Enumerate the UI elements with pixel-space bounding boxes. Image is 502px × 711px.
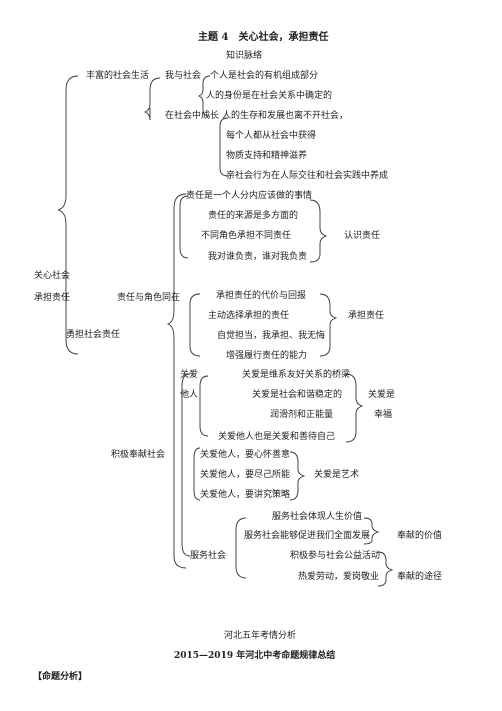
art-item-2: 关爱他人，要尽己所能: [200, 470, 291, 480]
b1-label: 丰富的社会生活: [86, 71, 150, 81]
page-title: 主题 4 关心社会，承担责任: [198, 32, 329, 43]
guanai-right-brace: [345, 373, 364, 443]
zeren-label: 责任与角色同在: [117, 293, 181, 303]
zeren-g1-item-4: 我对谁负责，谁对我负责: [208, 252, 308, 262]
zeren-g1-item-1: 责任是一个人分内应该做的事情: [186, 191, 313, 201]
guanai-result-2: 幸福: [374, 410, 393, 420]
path-result: 奉献的途径: [397, 572, 443, 582]
zeren-g1-item-3: 不同角色承担不同责任: [201, 231, 292, 241]
chengzhang-item-4: 亲社会行为在人际交往和社会实践中养成: [226, 171, 389, 181]
analysis-heading: 河北五年考情分析: [224, 631, 297, 641]
zeren-g2-item-1: 承担责任的代价与回报: [216, 291, 307, 301]
guanai-item-3: 润滑剂和正能量: [270, 410, 334, 420]
art-left-brace: [193, 447, 201, 501]
chengzhang-item-2: 每个人都从社会中获得: [226, 131, 317, 141]
b2-label: 勇担社会责任: [66, 330, 121, 340]
summary-heading: 2015—2019 年河北中考命题规律总结: [174, 651, 336, 661]
guanai-item-1: 关爱是维系友好关系的桥梁: [242, 370, 351, 380]
value-right-brace: [363, 517, 380, 545]
section-label: 【命题分析】: [33, 672, 88, 682]
guanai-result-1: 关爱是: [368, 390, 396, 400]
path-item-2: 热爱劳动，爱岗敬业: [298, 572, 380, 582]
fuwu-label: 服务社会: [190, 551, 227, 561]
woyushehui-label: 我与社会: [165, 71, 202, 81]
value-result: 奉献的价值: [397, 531, 443, 541]
art-item-1: 关爱他人，要心怀善意: [200, 450, 291, 460]
zeren-group2-right-brace: [319, 293, 338, 357]
chengzhang-label: 在社会中成长: [165, 111, 220, 121]
zeren-g2-item-3: 自觉担当，我承担、我无悔: [217, 331, 326, 341]
fengxian-label: 积极奉献社会: [111, 450, 166, 460]
art-item-3: 关爱他人，要讲究策略: [200, 490, 291, 500]
woyushehui-item-2: 人的身份是在社会关系中确定的: [206, 91, 333, 101]
value-item-1: 服务社会体现人生价值: [272, 512, 363, 522]
b1-brace: [143, 77, 161, 121]
fuwu-brace: [235, 517, 247, 579]
zeren-group1-right-brace: [309, 199, 328, 263]
art-right-brace: [289, 451, 306, 501]
woyushehui-brace: [197, 75, 211, 117]
section-subtitle: 知识脉络: [226, 51, 263, 61]
root-label-line1: 关心社会: [34, 271, 71, 281]
guanai-item-4: 关爱他人也是关爱和善待自己: [218, 432, 336, 442]
zeren-g2-result: 承担责任: [348, 311, 385, 321]
path-right-brace: [377, 551, 394, 587]
chengzhang-item-1: 人的生存和发展也离不开社会，: [222, 111, 349, 121]
zeren-g1-result: 认识责任: [344, 231, 381, 241]
chengzhang-brace: [219, 117, 229, 177]
zeren-g1-item-2: 责任的来源是多方面的: [208, 211, 299, 221]
guanai-label-2: 他人: [180, 390, 199, 400]
guanai-label-1: 关爱: [180, 370, 199, 380]
value-item-2: 服务社会能够促进我们全面发展: [244, 531, 371, 541]
b2-brace: [166, 193, 187, 569]
chengzhang-item-3: 物质支持和精神滋养: [226, 151, 308, 161]
guanai-brace: [199, 375, 209, 437]
zeren-g2-item-2: 主动选择承担的责任: [208, 311, 290, 321]
fengxian-brace: [181, 373, 191, 557]
root-brace: [57, 75, 79, 355]
zeren-g2-item-4: 增强履行责任的能力: [226, 351, 308, 361]
guanai-item-2: 关爱是社会和谐稳定的: [252, 390, 343, 400]
woyushehui-item-1: 个人是社会的有机组成部分: [210, 71, 319, 81]
path-item-1: 积极参与社会公益活动: [290, 551, 381, 561]
art-result: 关爱是艺术: [314, 470, 360, 480]
zeren-group1-left-brace: [179, 195, 189, 259]
zeren-group2-left-brace: [189, 293, 201, 357]
root-label-line2: 承担责任: [34, 293, 71, 303]
